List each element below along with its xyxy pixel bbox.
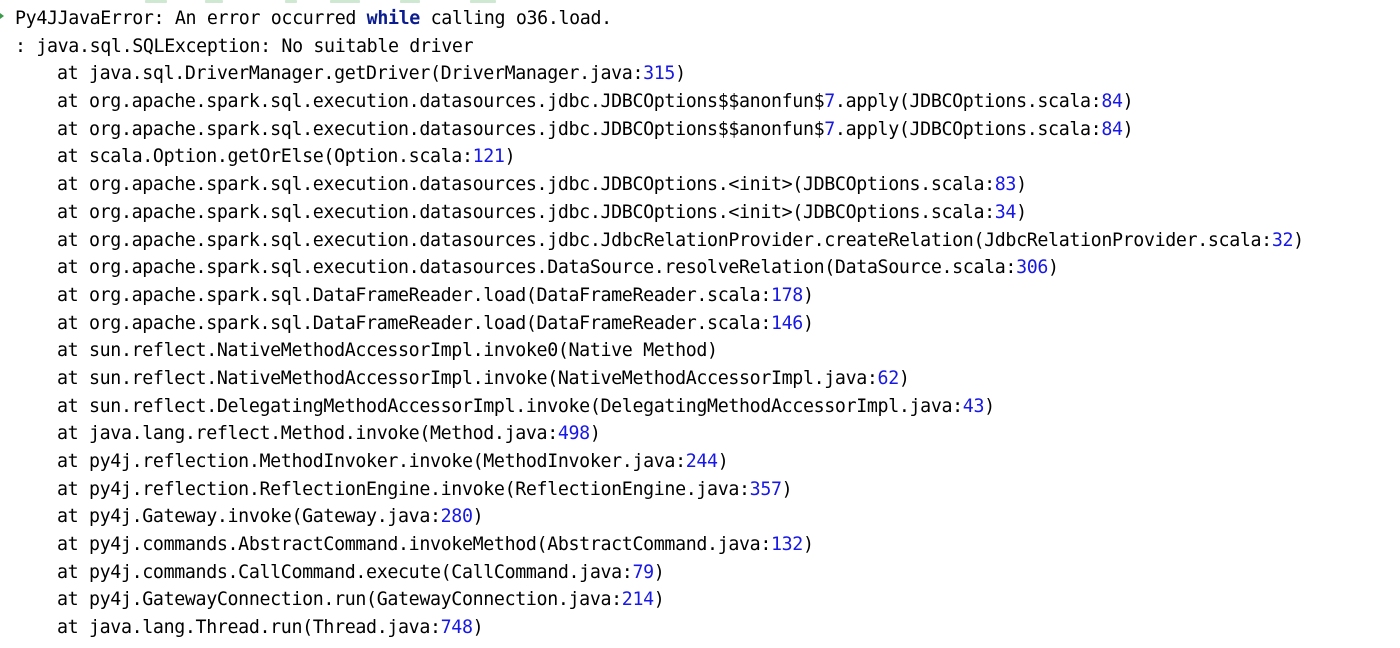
frame-close-paren: ): [898, 367, 910, 389]
stack-frame: at org.apache.spark.sql.execution.dataso…: [0, 199, 1400, 227]
frame-line-number: 178: [770, 284, 803, 306]
frame-line-number: 7: [824, 91, 835, 113]
frame-close-paren: ): [653, 589, 665, 611]
frame-line-number: 32: [1271, 229, 1294, 251]
frame-text: at sun.reflect.NativeMethodAccessorImpl.…: [57, 367, 878, 389]
stack-frame: at org.apache.spark.sql.execution.dataso…: [0, 88, 1400, 116]
frame-line-number: 748: [440, 617, 473, 639]
frame-close-paren: ): [717, 451, 729, 472]
frame-line-number: 146: [770, 312, 803, 334]
frame-close-paren: ): [1016, 201, 1027, 223]
frame-text-continued: .apply(JDBCOptions.scala:: [834, 91, 1102, 113]
frame-text: at py4j.GatewayConnection.run(GatewayCon…: [57, 589, 622, 611]
frame-text: at org.apache.spark.sql.execution.dataso…: [57, 257, 1017, 279]
frame-text: at sun.reflect.NativeMethodAccessorImpl.…: [57, 340, 718, 362]
stack-frame: at py4j.reflection.MethodInvoker.invoke(…: [0, 448, 1400, 476]
frame-close-paren: ): [472, 506, 484, 528]
frame-close-paren: ): [653, 561, 665, 583]
frame-close-paren: ): [1122, 118, 1134, 140]
frame-close-paren: ): [589, 423, 601, 445]
stack-frame: at sun.reflect.NativeMethodAccessorImpl.…: [0, 365, 1400, 393]
stack-frame: at java.sql.DriverManager.getDriver(Driv…: [0, 60, 1400, 88]
stack-frame: at org.apache.spark.sql.execution.dataso…: [0, 171, 1400, 199]
frame-line-number: 34: [994, 201, 1017, 223]
frame-line-number: 43: [962, 395, 985, 417]
frame-line-number: 214: [621, 589, 654, 611]
frame-close-paren: ): [504, 146, 516, 168]
frame-line-number: 306: [1016, 257, 1049, 279]
frame-text: at java.lang.Thread.run(Thread.java:: [57, 617, 441, 639]
stack-frame: at org.apache.spark.sql.execution.dataso…: [0, 116, 1400, 144]
frame-close-paren: ): [802, 534, 814, 556]
frame-close-paren: ): [1293, 229, 1304, 251]
frame-line-number: 62: [877, 367, 900, 389]
cell-top-remnant: [0, 0, 1400, 4]
stack-frame: at py4j.commands.AbstractCommand.invokeM…: [0, 531, 1400, 559]
frame-close-paren: ): [675, 63, 686, 85]
frame-line-number: 121: [472, 146, 505, 168]
stack-frame: at org.apache.spark.sql.DataFrameReader.…: [0, 282, 1400, 310]
frame-line-number: 244: [685, 451, 718, 472]
frame-line-number: 84: [1101, 118, 1123, 140]
stack-trace: at java.sql.DriverManager.getDriver(Driv…: [0, 60, 1400, 641]
frame-close-paren: ): [1016, 174, 1027, 196]
frame-close-paren: ): [781, 478, 793, 500]
frame-text: at org.apache.spark.sql.execution.dataso…: [57, 201, 995, 223]
stack-frame: at org.apache.spark.sql.execution.dataso…: [0, 227, 1400, 255]
stack-frame: at py4j.Gateway.invoke(Gateway.java:280): [0, 503, 1400, 531]
expand-arrow-icon[interactable]: [0, 13, 4, 19]
frame-text: at py4j.reflection.MethodInvoker.invoke(…: [57, 451, 686, 472]
frame-line-number: 132: [770, 534, 803, 556]
stack-frame: at py4j.commands.CallCommand.execute(Cal…: [0, 559, 1400, 587]
frame-text: at sun.reflect.DelegatingMethodAccessorI…: [57, 395, 963, 417]
error-suffix: calling o36.load.: [419, 8, 613, 29]
frame-text: at py4j.Gateway.invoke(Gateway.java:: [57, 506, 441, 528]
stack-frame: at scala.Option.getOrElse(Option.scala:1…: [0, 143, 1400, 171]
frame-close-paren: ): [984, 395, 995, 417]
frame-text: at java.sql.DriverManager.getDriver(Driv…: [57, 63, 644, 85]
frame-close-paren: ): [472, 617, 484, 639]
stack-frame: at org.apache.spark.sql.DataFrameReader.…: [0, 310, 1400, 338]
frame-text: at scala.Option.getOrElse(Option.scala:: [57, 146, 473, 168]
frame-text: at org.apache.spark.sql.execution.dataso…: [57, 174, 995, 196]
frame-line-number: 84: [1101, 91, 1123, 113]
error-cause: : java.sql.SQLException: No suitable dri…: [15, 35, 474, 57]
frame-line-number: 315: [643, 63, 676, 85]
frame-text: at org.apache.spark.sql.execution.dataso…: [57, 91, 825, 113]
frame-text: at org.apache.spark.sql.DataFrameReader.…: [57, 312, 771, 334]
frame-line-number: 357: [749, 478, 782, 500]
frame-text-continued: .apply(JDBCOptions.scala:: [834, 118, 1102, 140]
frame-close-paren: ): [802, 284, 814, 306]
frame-text: at py4j.commands.CallCommand.execute(Cal…: [57, 561, 633, 583]
stack-frame: at sun.reflect.DelegatingMethodAccessorI…: [0, 393, 1400, 421]
error-prefix: Py4JJavaError: An error occurred: [15, 8, 367, 29]
frame-line-number: 83: [994, 174, 1017, 196]
frame-text: at org.apache.spark.sql.execution.dataso…: [57, 118, 825, 140]
stack-frame: at java.lang.Thread.run(Thread.java:748): [0, 614, 1400, 642]
frame-text: at py4j.reflection.ReflectionEngine.invo…: [57, 478, 750, 500]
frame-close-paren: ): [1048, 257, 1059, 279]
stack-frame: at py4j.GatewayConnection.run(GatewayCon…: [0, 586, 1400, 614]
frame-line-number: 498: [557, 423, 590, 445]
frame-close-paren: ): [802, 312, 814, 334]
stack-frame: at sun.reflect.NativeMethodAccessorImpl.…: [0, 337, 1400, 365]
frame-line-number: 7: [824, 118, 835, 140]
stack-frame: at py4j.reflection.ReflectionEngine.invo…: [0, 476, 1400, 504]
stack-frame: at org.apache.spark.sql.execution.dataso…: [0, 254, 1400, 282]
error-output: Py4JJavaError: An error occurred while c…: [0, 5, 1400, 642]
frame-text: at java.lang.reflect.Method.invoke(Metho…: [57, 423, 558, 445]
frame-text: at py4j.commands.AbstractCommand.invokeM…: [57, 534, 771, 556]
frame-text: at org.apache.spark.sql.DataFrameReader.…: [57, 284, 771, 306]
stack-frame: at java.lang.reflect.Method.invoke(Metho…: [0, 420, 1400, 448]
error-title: Py4JJavaError: An error occurred while c…: [0, 5, 1400, 33]
frame-line-number: 280: [440, 506, 473, 528]
error-keyword: while: [366, 8, 421, 29]
frame-text: at org.apache.spark.sql.execution.dataso…: [57, 229, 1272, 251]
frame-line-number: 79: [632, 561, 654, 583]
frame-close-paren: ): [1122, 91, 1134, 113]
